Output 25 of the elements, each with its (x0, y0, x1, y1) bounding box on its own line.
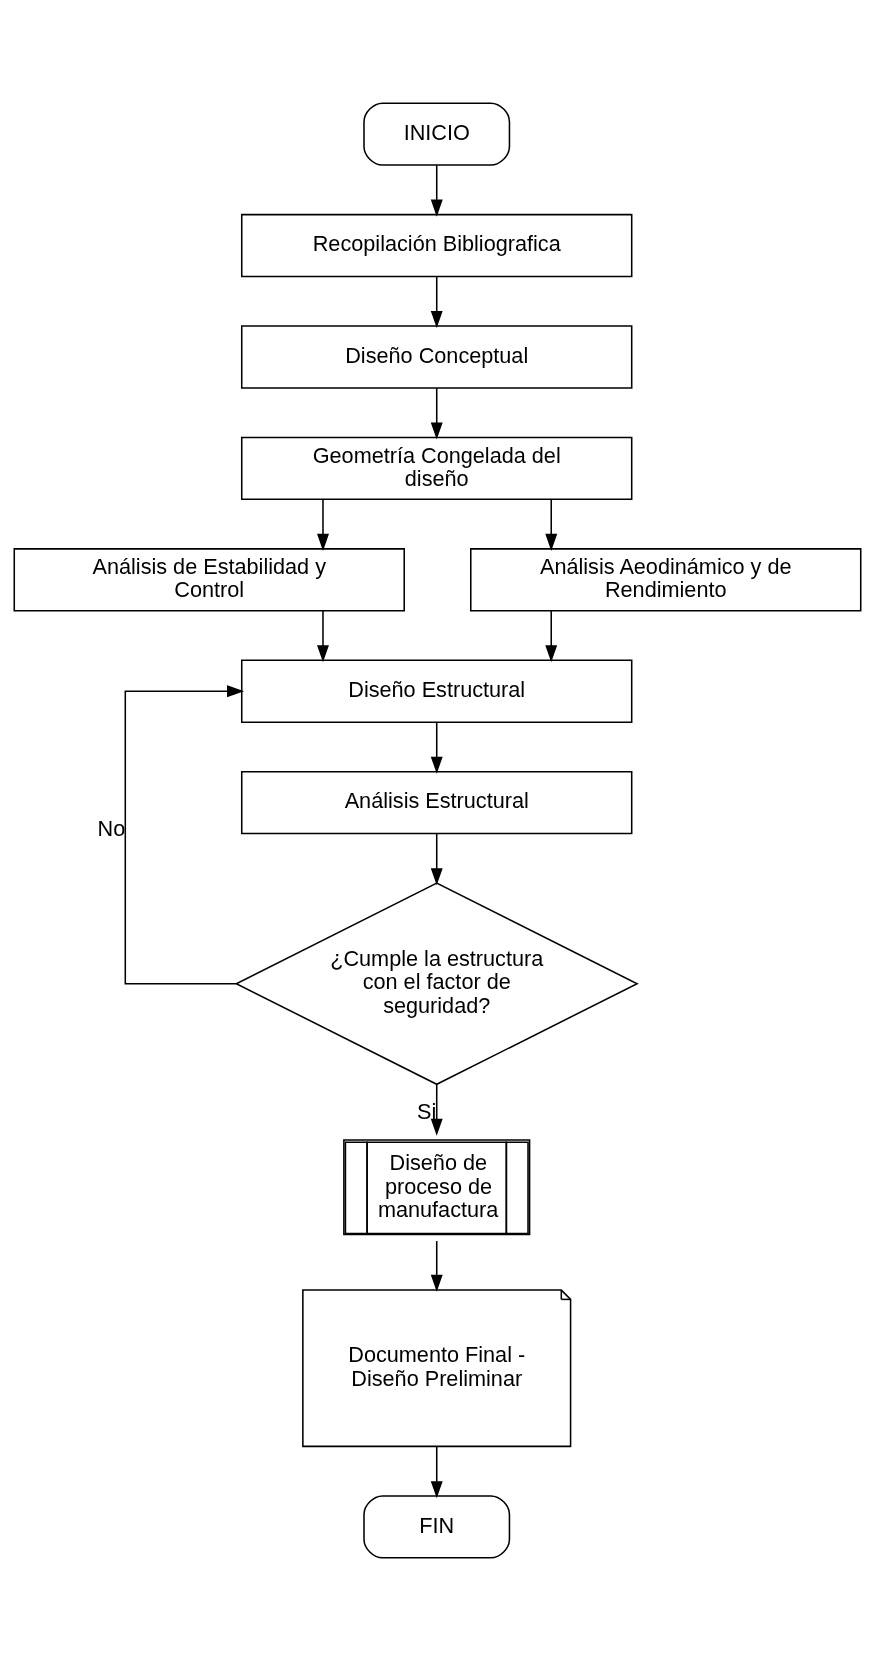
node-box: Diseño Conceptual (240, 325, 633, 389)
node-box: FIN (363, 1495, 511, 1559)
arrow (317, 610, 329, 663)
arrow (545, 498, 558, 551)
node-diamond: ¿Cumple la estructura con el factor de seguridad? (234, 882, 639, 1086)
arrow (430, 1084, 443, 1136)
node-box: INICIO (363, 102, 511, 166)
arrow (430, 275, 443, 329)
arrow (430, 164, 443, 217)
edge-label: No (97, 815, 126, 841)
arrow (317, 498, 329, 551)
node-box: Análisis de Estabilidad y Control (13, 548, 405, 612)
arrow (124, 685, 245, 985)
node-box: Análisis Estructural (240, 770, 633, 835)
node-box: Diseño Estructural (240, 659, 633, 723)
arrow (430, 1240, 443, 1292)
node-box: Análisis Aeodinámico y de Rendimiento (470, 548, 862, 612)
arrow (430, 387, 443, 440)
node-box: Recopilación Bibliografica (240, 213, 633, 278)
arrow (545, 610, 558, 663)
arrow (430, 721, 443, 774)
arrow (430, 833, 443, 886)
node-box: Geometría Congelada del diseño (240, 436, 633, 501)
arrow (430, 1445, 443, 1499)
edge-label: Si (417, 1099, 437, 1125)
